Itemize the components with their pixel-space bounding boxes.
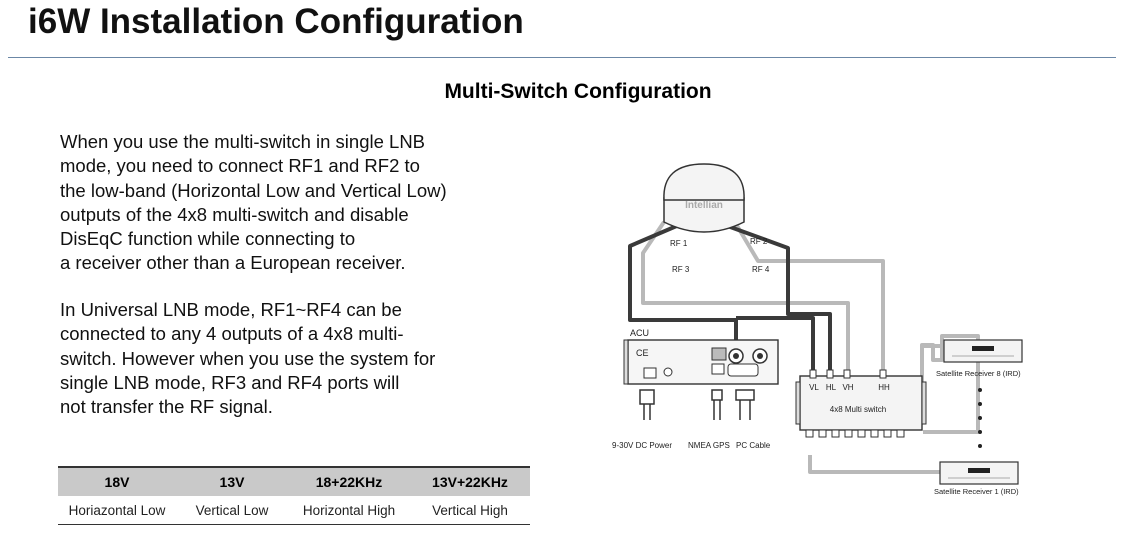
nmea-gps-label: NMEA GPS (688, 441, 730, 450)
rf3-cable (641, 220, 850, 370)
table-cell: Vertical Low (176, 496, 288, 525)
paragraph-line: not transfer the RF signal. (60, 396, 273, 418)
rf2-cable (721, 222, 832, 370)
ce-mark: CE (636, 348, 649, 358)
paragraph-line: When you use the multi-switch in single … (60, 131, 426, 152)
switch-input-label: VL (809, 383, 819, 392)
rf-label: RF 1 (670, 239, 688, 248)
paragraph-line: mode, you need to connect RF1 and RF2 to (60, 155, 420, 177)
receiver-1-label: Satellite Receiver 1 (IRD) (934, 487, 1019, 496)
paragraph-line: DisEqC function while connecting to (60, 228, 356, 250)
paragraph-line: single LNB mode, RF3 and RF4 ports will (60, 371, 400, 393)
rf-label: RF 4 (752, 265, 770, 274)
section-heading: Multi-Switch Configuration (444, 80, 712, 103)
page-title: i6W Installation Configuration (28, 2, 524, 41)
paragraph-line: connected to any 4 outputs of a 4x8 mult… (60, 323, 404, 345)
switch-input-label: VH (842, 383, 853, 392)
paragraph-line: switch. However when you use the system … (60, 347, 436, 369)
switch-label: 4x8 Multi switch (830, 405, 886, 414)
lnb-mode-table: 18V 13V 18+22KHz 13V+22KHz Horiazontal L… (58, 466, 530, 525)
table-header-cell: 18V (58, 466, 176, 496)
pc-cable-label: PC Cable (736, 441, 771, 450)
universal-lnb-paragraph: In Universal LNB mode, RF1~RF4 can be co… (60, 298, 435, 419)
dc-power-label: 9-30V DC Power (612, 441, 672, 450)
table-header-row: 18V 13V 18+22KHz 13V+22KHz (58, 466, 530, 496)
switch-output-ports (805, 429, 905, 438)
shown-rx1 (808, 455, 940, 474)
receiver-8: Satellite Receiver 8 (IRD) (936, 339, 1023, 378)
table-cell: Vertical High (410, 496, 530, 525)
paragraph-line: outputs of the 4x8 multi-switch and disa… (60, 203, 409, 225)
multi-switch: VL HL VH HH 4x8 Multi switch (795, 369, 927, 438)
receiver-1: Satellite Receiver 1 (IRD) (934, 461, 1019, 496)
acu-bottom-cables (639, 389, 755, 420)
table-cell: Horiazontal Low (58, 496, 176, 525)
wiring-diagram: Intellian RF 1 RF 2 RF 3 RF 4 ACU CE 9-3… (612, 163, 1023, 496)
paragraph-line: In Universal LNB mode, RF1~RF4 can be (60, 299, 402, 320)
title-divider (8, 57, 1116, 58)
table-row: Horiazontal Low Vertical Low Horizontal … (58, 496, 530, 525)
paragraph-line: a receiver other than a European receive… (60, 252, 406, 274)
receiver-dots (978, 388, 982, 448)
antenna-brand: Intellian (685, 200, 723, 211)
rf4-cable (734, 222, 885, 370)
acu-label: ACU (630, 328, 649, 338)
receiver-8-label: Satellite Receiver 8 (IRD) (936, 369, 1021, 378)
table-cell: Horizontal High (288, 496, 410, 525)
acu-unit: ACU CE (623, 328, 779, 385)
switch-input-label: HH (878, 383, 890, 392)
table-header-cell: 13V (176, 466, 288, 496)
rf-label: RF 3 (672, 265, 690, 274)
rf-label: RF 2 (750, 237, 768, 246)
single-lnb-paragraph: When you use the multi-switch in single … (60, 130, 447, 276)
rf1-to-vl (736, 316, 815, 370)
table-header-cell: 13V+22KHz (410, 466, 530, 496)
antenna-dome: Intellian (663, 163, 745, 233)
dark-cables (628, 220, 832, 370)
switch-input-label: HL (826, 383, 837, 392)
table-header-cell: 18+22KHz (288, 466, 410, 496)
rf1-cable (628, 220, 738, 348)
paragraph-line: the low-band (Horizontal Low and Vertica… (60, 179, 447, 201)
